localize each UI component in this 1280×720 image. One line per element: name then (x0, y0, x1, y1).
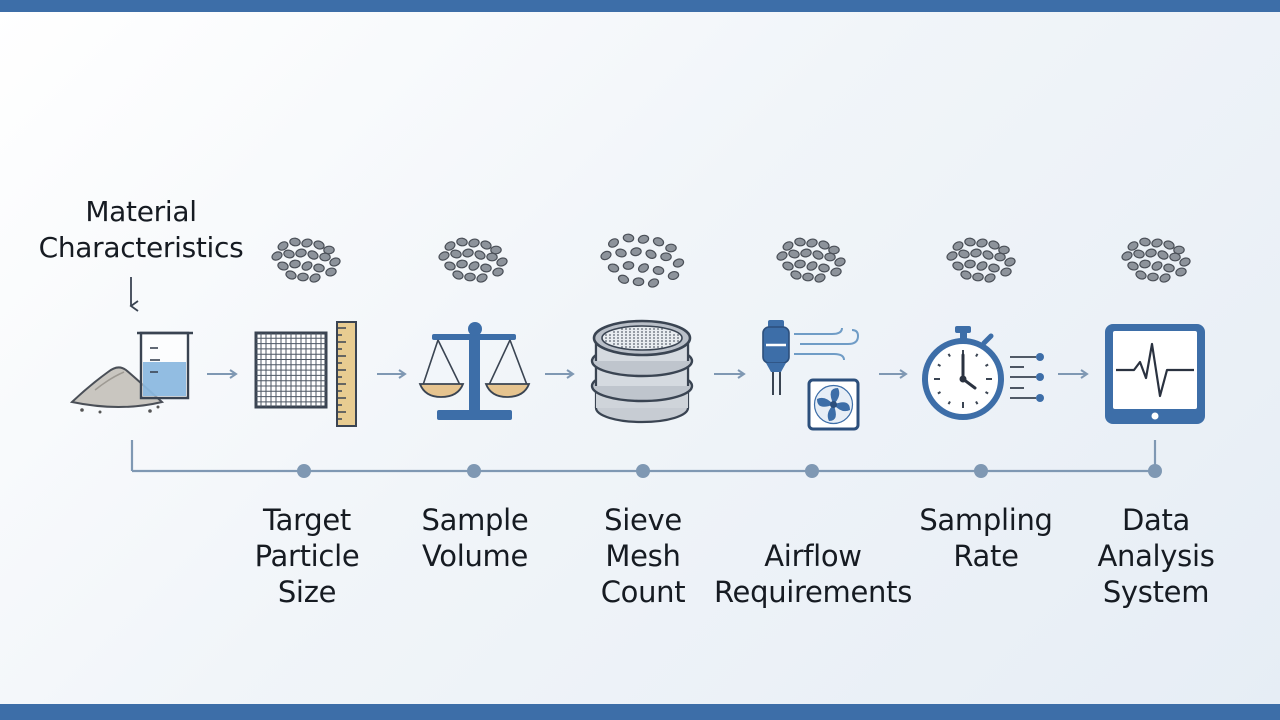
timeline-node (805, 464, 819, 478)
sieve-stack-icon (590, 319, 694, 424)
grid-ruler-icon (254, 321, 357, 427)
input-label-material-characteristics: Material Characteristics (38, 195, 244, 264)
granule-cluster (776, 237, 846, 283)
timeline-node (467, 464, 481, 478)
monitor-waveform-icon (1105, 324, 1205, 424)
timeline-node (1148, 464, 1162, 478)
timeline-node (297, 464, 311, 478)
granule-clusters (271, 233, 1191, 288)
granule-cluster (1121, 237, 1191, 283)
powder-beaker-icon (69, 331, 193, 414)
step-label-sampling-rate: Sampling Rate (919, 503, 1053, 573)
step-label-sieve-mesh-count: Sieve Mesh Count (600, 503, 686, 609)
step-label-airflow-requirements: Airflow Requirements (713, 539, 913, 609)
timeline-node (974, 464, 988, 478)
bottom-accent-band (0, 704, 1280, 720)
step-label-data-analysis-system: Data Analysis System (1097, 503, 1215, 609)
balance-scale-icon (418, 322, 531, 420)
granule-cluster (271, 237, 341, 283)
granule-cluster (946, 237, 1016, 283)
top-accent-band (0, 0, 1280, 12)
granule-cluster (438, 237, 508, 283)
step-label-target-particle-size: Target Particle Size (254, 503, 360, 609)
timeline-bus (130, 440, 1162, 478)
stopwatch-icon (922, 326, 1044, 420)
granule-cluster (600, 233, 685, 288)
step-label-sample-volume: Sample Volume (421, 503, 529, 573)
fan-airflow-icon (762, 320, 860, 431)
timeline-node (636, 464, 650, 478)
